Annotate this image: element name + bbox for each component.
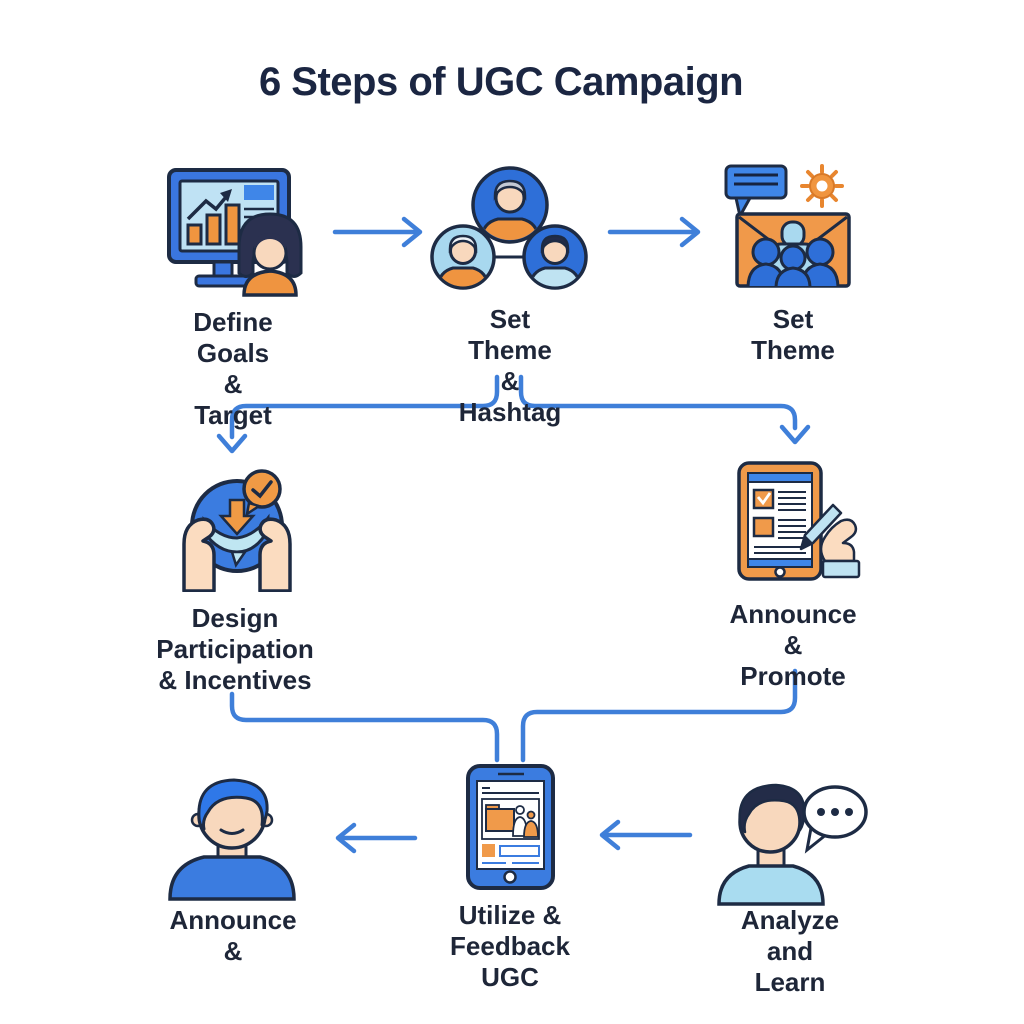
step-label-set-theme: Set Theme — [751, 304, 835, 365]
branch-right-connector — [518, 374, 798, 431]
merge-right-connector — [520, 668, 798, 763]
person-speech-bubble-icon — [717, 783, 868, 906]
step-label-design-participation: Design Participation & Incentives — [156, 603, 314, 695]
arrow-right-1-head — [401, 216, 423, 248]
step-label-set-theme-hashtag: Set Theme & Hashtag — [458, 304, 562, 427]
branch-right-arrowhead — [779, 424, 811, 445]
merge-left-connector — [229, 691, 500, 763]
arrow-left-2-head — [335, 822, 357, 854]
step-label-analyze-learn: Analyze and Learn — [740, 905, 840, 997]
arrow-right-2-head — [679, 216, 701, 248]
person-avatar-icon — [168, 778, 296, 901]
people-network-icon — [430, 166, 588, 290]
step-label-define-goals: Define Goals & Target — [193, 307, 273, 430]
page-title: 6 Steps of UGC Campaign — [258, 60, 744, 104]
step-label-announce-promote: Announce & Promote — [729, 599, 857, 691]
step-label-announce: Announce & — [169, 905, 297, 966]
branch-left-connector — [229, 374, 500, 440]
branch-left-arrowhead — [216, 433, 248, 454]
announcement-envelope-icon — [724, 164, 851, 288]
tablet-checklist-pen-icon — [737, 461, 861, 581]
hands-approval-icon — [182, 469, 292, 592]
phone-ugc-content-icon — [466, 764, 555, 890]
step-label-utilize-feedback: Utilize & Feedback UGC — [450, 900, 570, 992]
analytics-monitor-person-icon — [167, 168, 303, 297]
arrow-left-1-head — [599, 819, 621, 851]
